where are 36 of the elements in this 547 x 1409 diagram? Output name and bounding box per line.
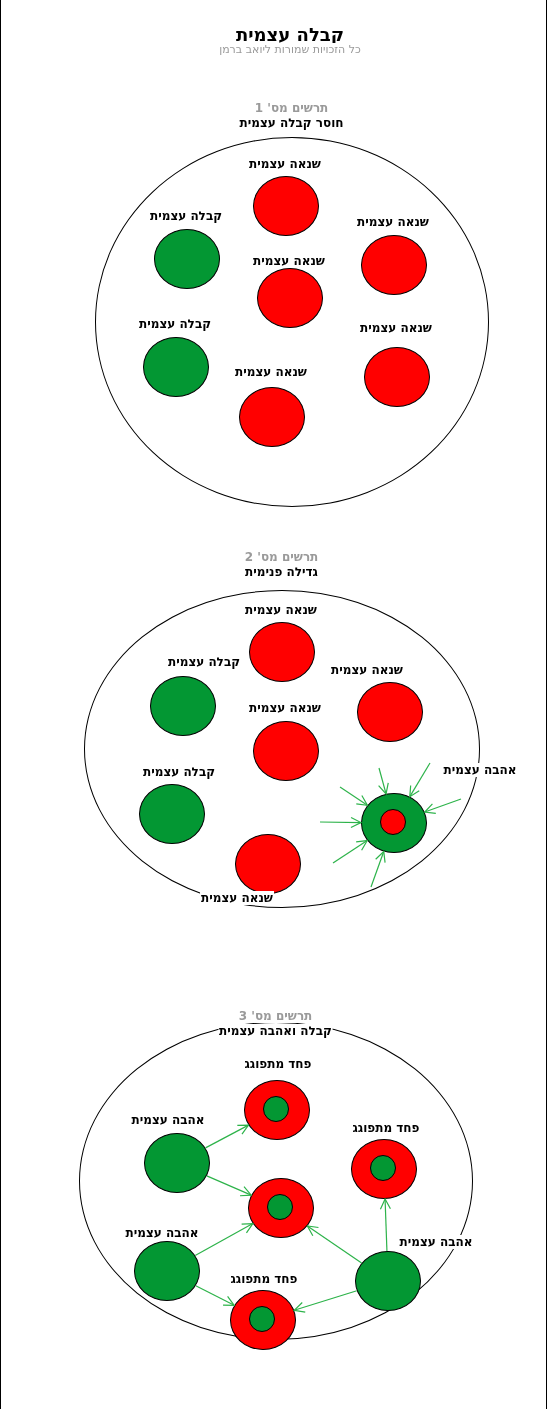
- arrow: [306, 1225, 363, 1264]
- circle-label: שנאה עצמית: [200, 891, 274, 905]
- circle: [267, 1194, 293, 1220]
- diagram-heading: גדילה פנימית: [244, 564, 319, 579]
- circle-label: קבלה עצמית: [148, 209, 224, 223]
- circle-label: אהבה עצמית: [398, 1235, 474, 1249]
- diagram-heading: קבלה ואהבה עצמית: [218, 1023, 333, 1038]
- arrow: [195, 1285, 235, 1306]
- title: קבלה עצמית: [234, 25, 346, 45]
- circle: [263, 1096, 289, 1122]
- arrow: [204, 1124, 250, 1149]
- arrow: [206, 1175, 252, 1197]
- circle: [380, 809, 406, 835]
- arrow: [379, 1198, 391, 1252]
- arrow: [378, 767, 389, 795]
- circle: [360, 792, 427, 853]
- arrow: [409, 762, 431, 798]
- arrow: [339, 786, 368, 806]
- diagram-number: תרשים מס' 1: [253, 100, 330, 115]
- circle-label: קבלה עצמית: [166, 655, 242, 669]
- arrow: [424, 798, 462, 814]
- arrow: [332, 839, 368, 864]
- circle-label: קבלה עצמית: [137, 317, 213, 331]
- diagram-number: תרשים מס' 2: [243, 549, 320, 564]
- arrow: [293, 1290, 358, 1313]
- circle-label: אהבה עצמית: [442, 763, 518, 777]
- copyright-note: כל הזכויות שמורות ליואב ברמן: [218, 43, 362, 57]
- diagram-number: תרשים מס' 3: [237, 1008, 314, 1023]
- circle-label: קבלה עצמית: [141, 765, 217, 779]
- arrow: [319, 816, 362, 828]
- arrow: [194, 1223, 254, 1256]
- circle: [249, 1306, 275, 1332]
- circle: [370, 1155, 396, 1181]
- arrow: [370, 850, 386, 888]
- circle: [247, 1177, 314, 1238]
- diagram-heading: חוסר קבלה עצמית: [238, 115, 345, 130]
